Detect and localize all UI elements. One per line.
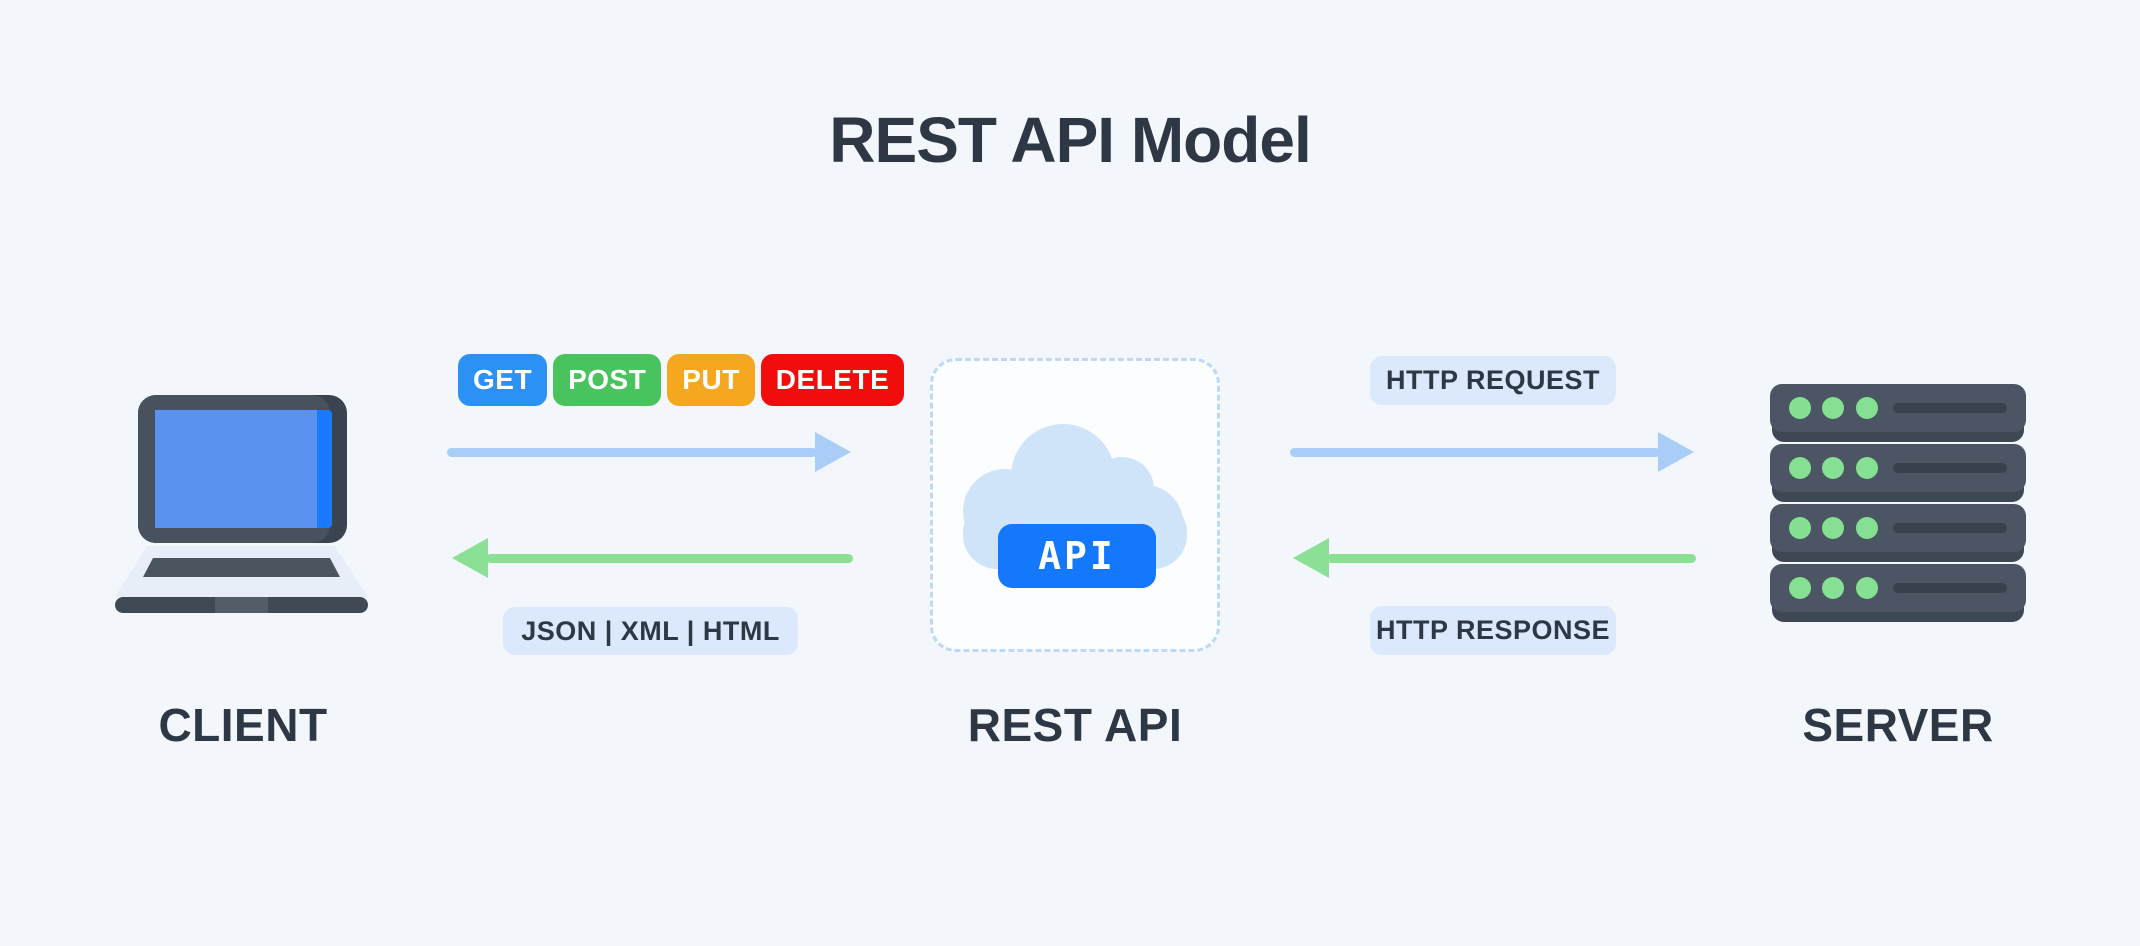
method-badge-delete: DELETE	[760, 354, 905, 406]
method-badge-get: GET	[458, 354, 548, 406]
method-badge-post: POST	[553, 354, 662, 406]
arrow-shaft	[1290, 447, 1660, 457]
arrow-shaft	[486, 553, 853, 563]
client-label: CLIENT	[158, 699, 328, 751]
diagram-title: REST API Model	[829, 104, 1311, 176]
arrow-head-left-icon	[1293, 538, 1329, 578]
api-badge: API	[998, 524, 1156, 588]
response-formats-pill: JSON | XML | HTML	[503, 607, 798, 655]
arrow-head-right-icon	[815, 432, 851, 472]
arrow-shaft	[447, 447, 817, 457]
arrow-head-right-icon	[1658, 432, 1694, 472]
http-response-pill: HTTP RESPONSE	[1370, 606, 1616, 655]
api-dashed-box: API	[930, 358, 1220, 652]
request-arrow-api-to-server	[1290, 432, 1694, 472]
http-request-pill: HTTP REQUEST	[1370, 356, 1616, 405]
method-badge-put: PUT	[667, 354, 755, 406]
server-icon	[1770, 384, 2026, 622]
response-arrow-server-to-api	[1293, 538, 1696, 578]
request-arrow-client-to-api	[447, 432, 851, 472]
methods-row: GET POST PUT DELETE	[458, 354, 905, 406]
rest-api-label: REST API	[967, 699, 1183, 751]
laptop-icon	[115, 395, 368, 613]
response-arrow-api-to-client	[452, 538, 853, 578]
server-label: SERVER	[1802, 699, 1994, 751]
arrow-head-left-icon	[452, 538, 488, 578]
arrow-shaft	[1327, 553, 1696, 563]
